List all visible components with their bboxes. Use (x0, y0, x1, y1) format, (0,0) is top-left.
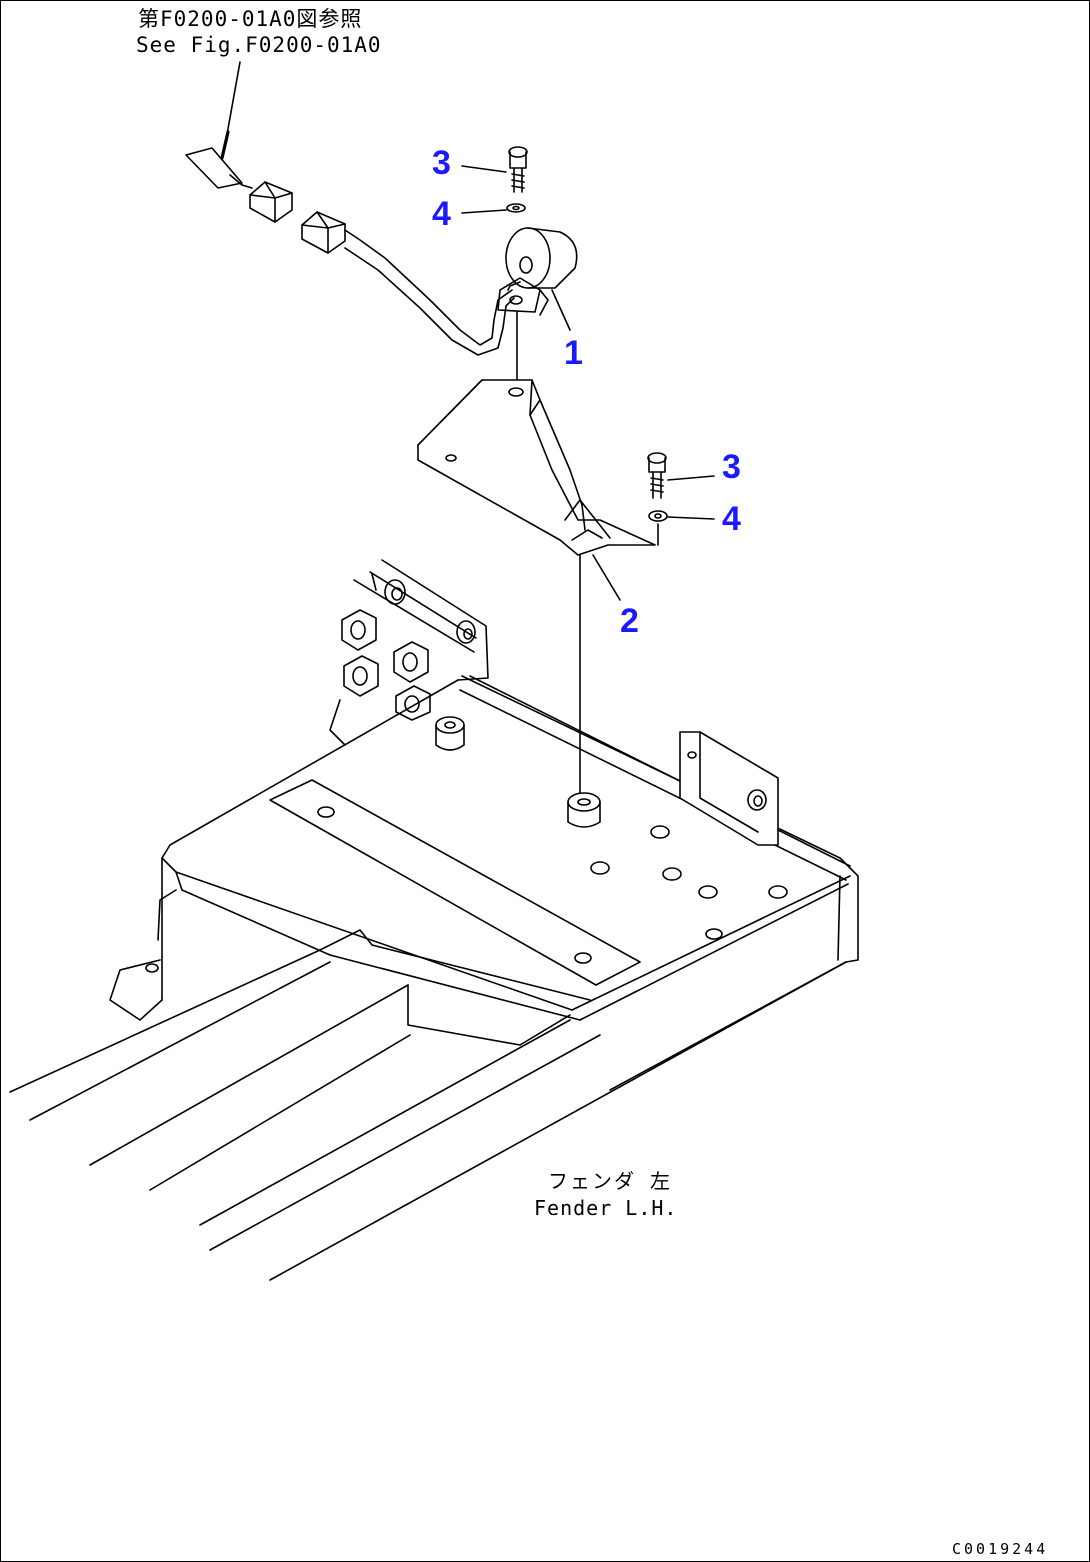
fender-label-jp: フェンダ 左 (548, 1169, 673, 1193)
reference-note-en: See Fig.F0200-01A0 (136, 33, 382, 57)
callout-device[interactable]: 1 (564, 334, 583, 372)
fender-body (109, 675, 859, 1091)
drawing-code: C0019244 (952, 1540, 1049, 1558)
assembly-lines (516, 311, 581, 801)
callout-washer-lower[interactable]: 4 (722, 500, 741, 538)
callout-bolt-upper[interactable]: 3 (432, 144, 451, 182)
washer-4-upper (506, 203, 526, 213)
callout-bolt-lower[interactable]: 3 (722, 448, 741, 486)
bolt-3-lower (647, 452, 667, 499)
frame-side-plate (329, 559, 489, 746)
fender-beam (9, 949, 847, 1281)
reference-leader (220, 61, 241, 160)
bolt-3-upper (508, 146, 528, 193)
part-2-bracket (417, 379, 656, 556)
callout-bracket[interactable]: 2 (620, 602, 639, 640)
washer-4-lower (648, 510, 668, 546)
wiring-harness (185, 147, 515, 356)
reference-note-jp: 第F0200-01A0図参照 (138, 7, 363, 31)
part-1-device (497, 227, 578, 316)
callout-washer-upper[interactable]: 4 (432, 195, 451, 233)
callout-leaders (461, 165, 715, 601)
fender-label-en: Fender L.H. (534, 1196, 678, 1220)
